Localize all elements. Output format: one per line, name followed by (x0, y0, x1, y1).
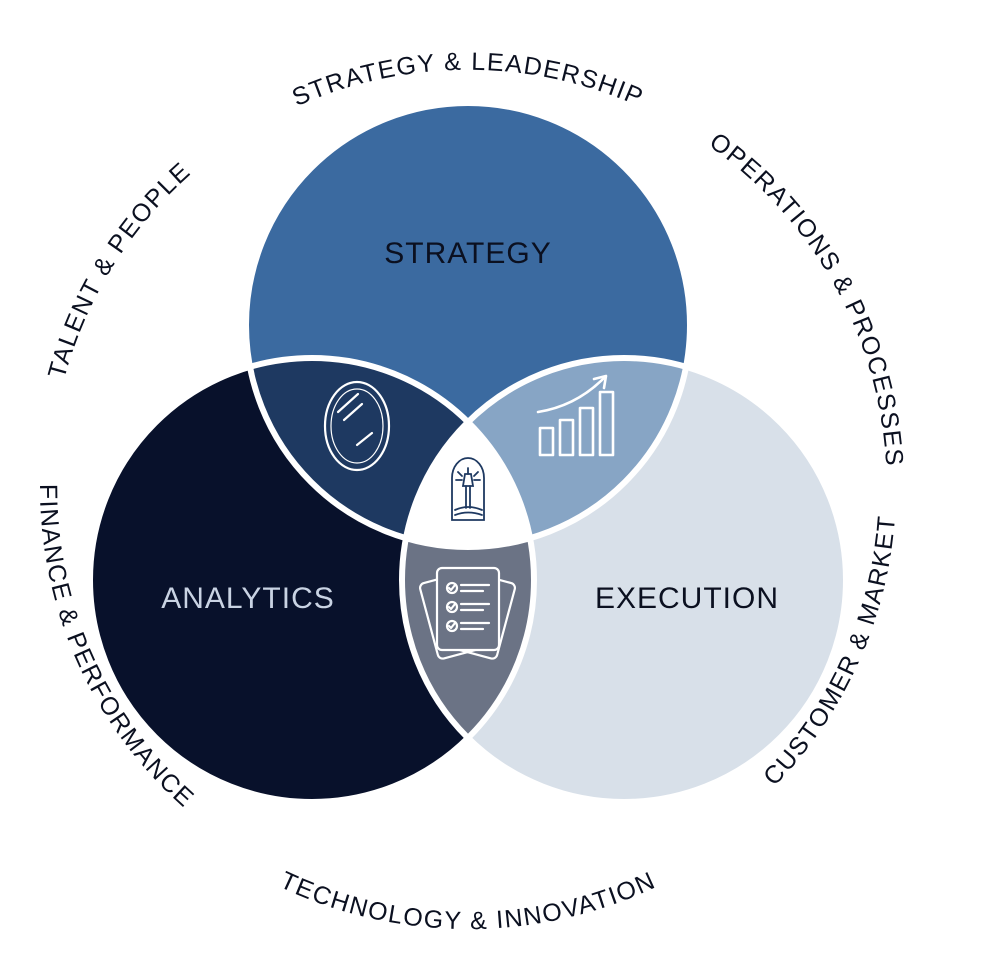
lighthouse-icon (451, 457, 485, 521)
strategy-label: STRATEGY (384, 237, 551, 270)
strategy-execution-overlap (402, 358, 690, 547)
circle-outlines (87, 100, 849, 805)
ring-label-talent-people: TALENT & PEOPLE (43, 157, 196, 382)
analytics-label: ANALYTICS (161, 582, 335, 615)
strategy-analytics-overlap (246, 358, 534, 547)
ring-label-technology-innovation: TECHNOLOGY & INNOVATION (276, 866, 660, 935)
execution-label: EXECUTION (595, 582, 779, 615)
mirror-icon (323, 380, 391, 472)
checklist-icon (418, 566, 517, 660)
growth-chart-icon (536, 374, 615, 457)
